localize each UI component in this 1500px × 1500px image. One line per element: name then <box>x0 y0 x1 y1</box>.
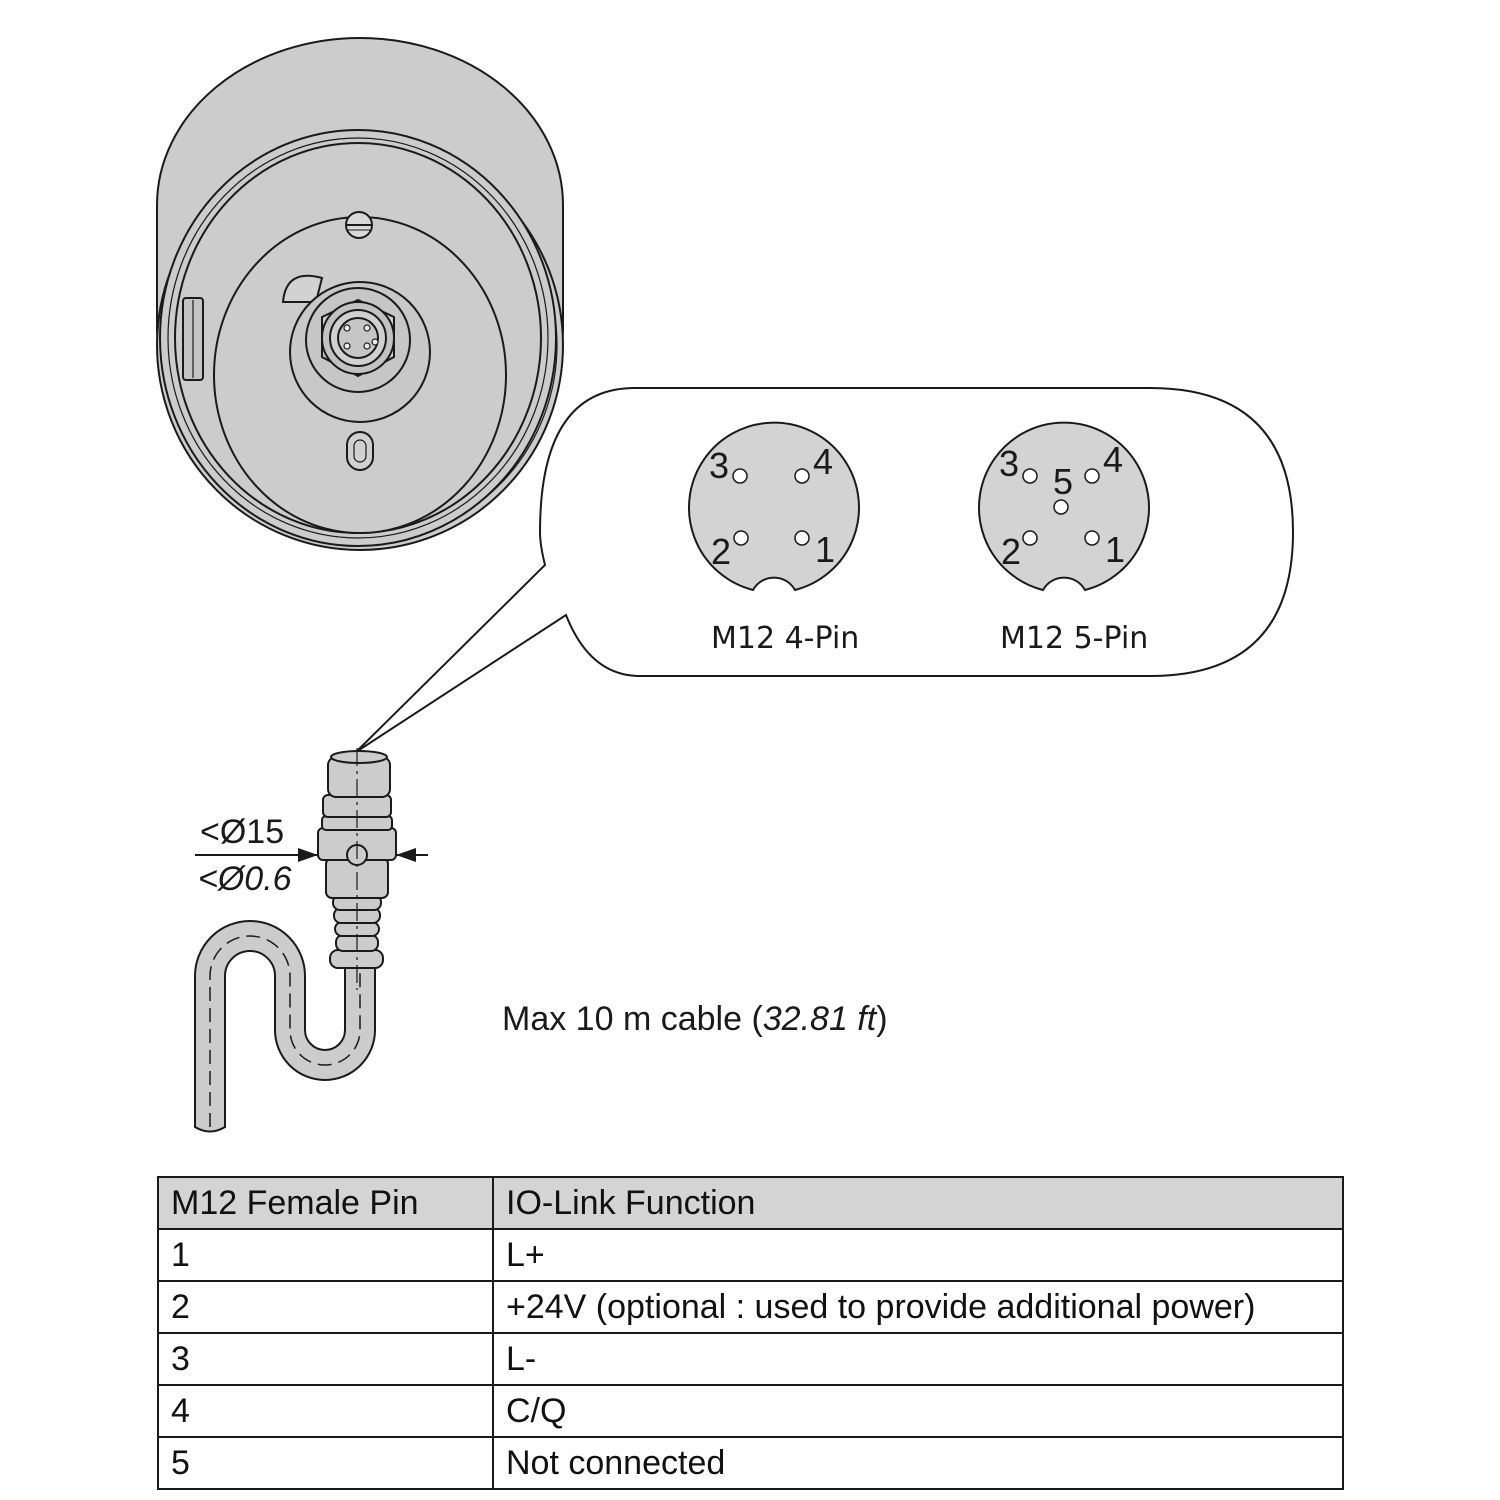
m12-4pin-face: 3 4 2 1 M12 4-Pin <box>688 421 860 656</box>
connector-4pin-label: M12 4-Pin <box>711 621 859 656</box>
pin-label: 1 <box>815 529 835 570</box>
sensor-head <box>156 37 564 551</box>
dimension-arrow <box>195 848 428 862</box>
table-row: 3 L- <box>157 1332 1344 1386</box>
pin-number-cell: 5 <box>157 1436 494 1490</box>
m12-5pin-face: 3 5 4 2 1 M12 5-Pin <box>978 421 1150 656</box>
function-cell: Not connected <box>492 1436 1344 1490</box>
function-cell: +24V (optional : used to provide additio… <box>492 1280 1344 1334</box>
pin-number-cell: 1 <box>157 1228 494 1282</box>
pin-label: 2 <box>711 531 731 572</box>
dimension-inner-label: <Ø0.6 <box>198 860 292 898</box>
dimension-outer-label: <Ø15 <box>200 813 284 851</box>
table-row: 2 +24V (optional : used to provide addit… <box>157 1280 1344 1334</box>
pin-label: 4 <box>1103 439 1123 480</box>
cable-assembly <box>194 748 428 1133</box>
connector-5pin-label: M12 5-Pin <box>1000 621 1148 656</box>
pin-number-cell: 3 <box>157 1332 494 1386</box>
screw-icon <box>345 211 373 239</box>
table-header-row: M12 Female Pin IO-Link Function <box>157 1176 1344 1230</box>
function-cell: L- <box>492 1332 1344 1386</box>
pin-label: 3 <box>709 445 729 486</box>
column-header: IO-Link Function <box>492 1176 1344 1230</box>
table-row: 5 Not connected <box>157 1436 1344 1490</box>
m12-socket <box>289 281 431 423</box>
table-row: 1 L+ <box>157 1228 1344 1282</box>
connector-callout: 3 4 2 1 M12 4-Pin 3 5 4 2 1 M12 5-Pin <box>355 387 1295 753</box>
pin-function-table: M12 Female Pin IO-Link Function 1 L+ 2 +… <box>157 1176 1344 1490</box>
pin-number-cell: 4 <box>157 1384 494 1438</box>
pin-label: 1 <box>1105 529 1125 570</box>
column-header: M12 Female Pin <box>157 1176 494 1230</box>
table-row: 4 C/Q <box>157 1384 1344 1438</box>
pin-label: 5 <box>1053 461 1073 502</box>
function-cell: C/Q <box>492 1384 1344 1438</box>
function-cell: L+ <box>492 1228 1344 1282</box>
slot-icon <box>346 431 374 471</box>
pin-label: 2 <box>1001 531 1021 572</box>
cable-length-label: Max 10 m cable (32.81 ft) <box>502 1000 888 1038</box>
pin-number-cell: 2 <box>157 1280 494 1334</box>
pin-label: 4 <box>813 441 833 482</box>
pin-label: 3 <box>999 443 1019 484</box>
